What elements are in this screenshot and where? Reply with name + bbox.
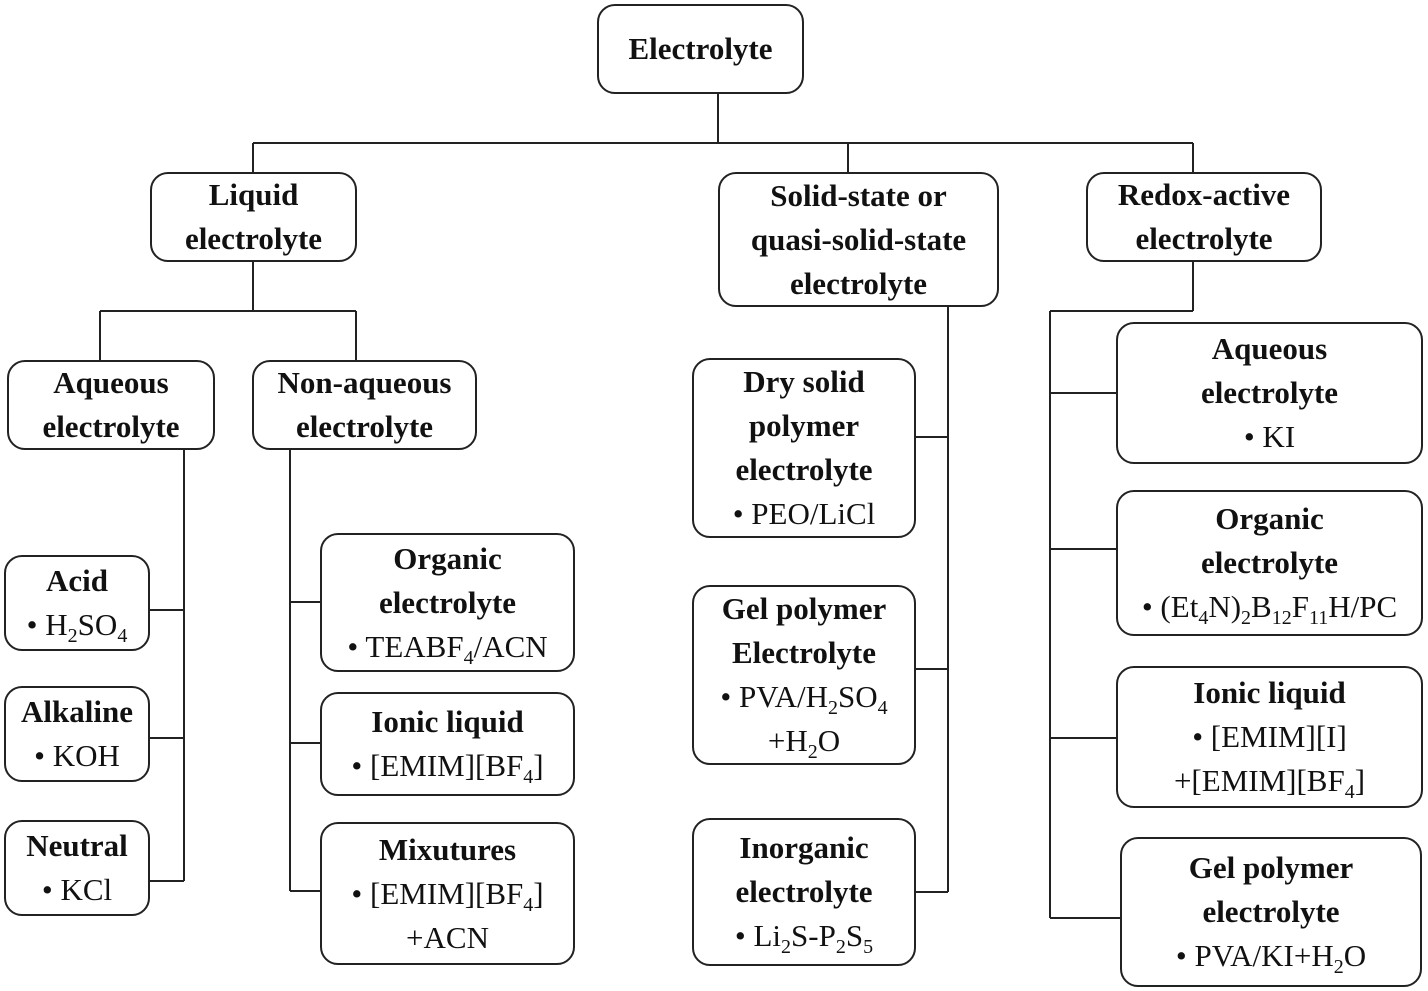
node-redox-aqueous-electrolyte: Aqueous electrolyte • KI [1116,322,1423,464]
node-title-line: Aqueous [53,365,169,400]
node-inorganic-electrolyte: Inorganic electrolyte • Li2S-P2S5 [692,818,916,966]
node-example: • KCl [41,872,113,907]
node-title-line: electrolyte [735,874,873,909]
node-redox-organic-electrolyte: Organic electrolyte • (Et4N)2B12F11H/PC [1116,490,1423,636]
node-redox-active-electrolyte: Redox-active electrolyte [1086,172,1322,262]
node-mixtures: Mixutures • [EMIM][BF4]+ACN [320,822,575,965]
node-title-line: electrolyte [42,409,180,444]
node-title-line: Dry solid [743,364,865,399]
node-title-line: Non-aqueous [277,365,452,400]
node-acid: Acid • H2SO4 [4,555,150,651]
node-example: • PVA/KI+H2O [1175,938,1367,978]
node-title-line: Alkaline [21,694,133,729]
node-example: • H2SO4 [26,607,128,647]
node-title-line: electrolyte [1200,545,1339,580]
node-redox-ionic-liquid: Ionic liquid • [EMIM][I] +[EMIM][BF4] [1116,666,1423,808]
node-title-line: Acid [46,563,108,598]
node-title-line: electrolyte [184,221,323,256]
node-title-line: Neutral [26,828,128,863]
node-title-line: Inorganic [739,830,869,865]
node-example: • KI [1243,419,1296,454]
node-title-line: polymer [748,408,860,443]
node-title-line: Organic [393,540,502,576]
node-title-line: electrolyte [1135,221,1273,256]
node-non-aqueous-electrolyte: Non-aqueous electrolyte [252,360,477,450]
node-electrolyte: Electrolyte [597,4,804,94]
node-title-line: Ionic liquid [1193,675,1346,710]
node-redox-gel-polymer-electrolyte: Gel polymer electrolyte • PVA/KI+H2O [1120,837,1422,987]
node-title-line: Mixutures [378,831,517,867]
node-alkaline: Alkaline • KOH [4,686,150,782]
node-title-line: Electrolyte [731,635,877,670]
node-solid-state-electrolyte: Solid-state or quasi-solid-state electroly… [718,172,999,307]
node-example: +ACN [406,919,489,955]
node-dry-solid-polymer-electrolyte: Dry solid polymer electrolyte • PEO/LiCl [692,358,916,538]
node-title-line: electrolyte [735,452,873,487]
node-title-line: quasi-solid-state [750,221,967,257]
node-title-line: electrolyte [295,409,434,444]
node-title-line: Gel polymer [721,591,887,626]
node-example: +[EMIM][BF4] [1173,763,1366,803]
node-title-line: Gel polymer [1188,850,1354,885]
node-title-line: Redox-active [1117,177,1291,212]
node-neutral: Neutral • KCl [4,820,150,916]
node-title-line: electrolyte [1202,894,1340,929]
node-title-line: Solid-state or [770,177,947,213]
node-example: • TEABF4/ACN [347,628,548,669]
node-example: • [EMIM][BF4] [351,875,544,916]
node-title-line: Electrolyte [628,31,773,66]
node-title-line: Ionic liquid [371,704,524,739]
node-organic-electrolyte: Organic electrolyte • TEABF4/ACN [320,533,575,672]
node-title-line: electrolyte [789,265,928,301]
node-example: +H2O [767,723,841,763]
node-example: • [EMIM][BF4] [351,748,544,788]
node-title-line: Aqueous [1211,331,1328,366]
node-example: • PEO/LiCl [732,496,876,531]
node-example: • Li2S-P2S5 [734,918,874,958]
node-aqueous-electrolyte: Aqueous electrolyte [7,360,215,450]
node-example: • (Et4N)2B12F11H/PC [1141,589,1398,629]
node-title-line: electrolyte [1200,375,1339,410]
node-title-line: electrolyte [378,584,517,620]
node-title-line: Liquid [208,177,299,212]
node-example: • PVA/H2SO4 [720,679,888,719]
node-ionic-liquid: Ionic liquid • [EMIM][BF4] [320,692,575,796]
node-title-line: Organic [1215,501,1324,536]
node-example: • [EMIM][I] [1192,719,1347,754]
node-example: • KOH [34,738,120,773]
node-liquid-electrolyte: Liquid electrolyte [150,172,357,262]
